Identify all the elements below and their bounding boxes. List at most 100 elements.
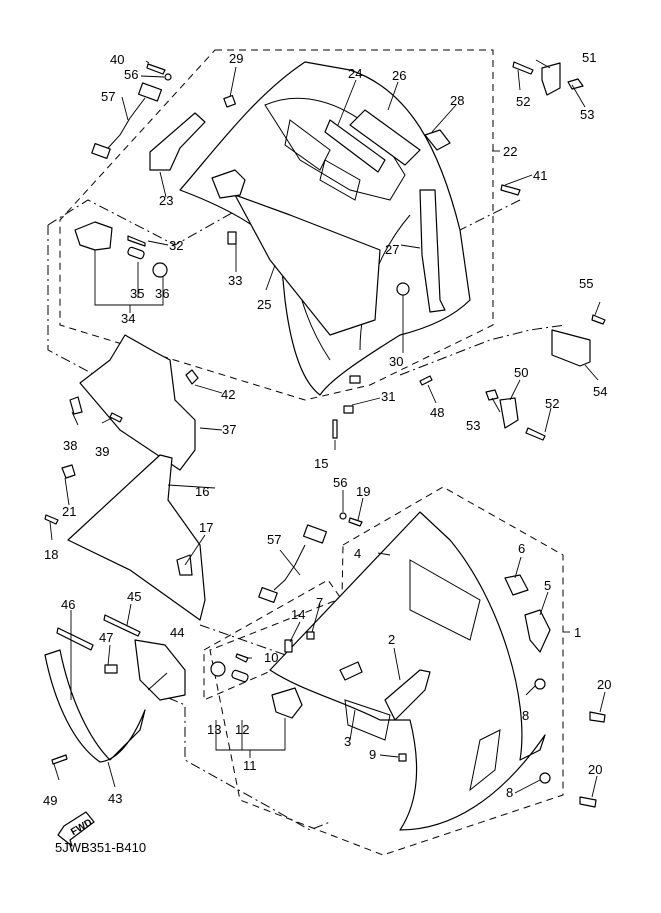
callout-32: 32 bbox=[169, 238, 183, 253]
part-25 bbox=[234, 194, 381, 336]
callout-41: 41 bbox=[533, 168, 547, 183]
callout-38: 38 bbox=[63, 438, 77, 453]
callout-6: 6 bbox=[518, 541, 525, 556]
callout-33: 33 bbox=[228, 273, 242, 288]
part-42-clip bbox=[185, 369, 199, 385]
callout-16: 16 bbox=[195, 484, 209, 499]
callout-39: 39 bbox=[95, 444, 109, 459]
part-57-connector bbox=[258, 586, 278, 604]
part-47 bbox=[104, 664, 118, 674]
callout-43: 43 bbox=[108, 791, 122, 806]
part-31 bbox=[349, 375, 361, 384]
callout-56b: 56 bbox=[333, 475, 347, 490]
part-2-cap bbox=[339, 661, 363, 681]
callout-55: 55 bbox=[579, 276, 593, 291]
part-18-screw bbox=[44, 514, 59, 525]
callout-4: 4 bbox=[354, 546, 361, 561]
callout-47: 47 bbox=[99, 630, 113, 645]
callout-45: 45 bbox=[127, 589, 141, 604]
reference-line bbox=[399, 324, 566, 376]
panel-detail bbox=[264, 97, 406, 201]
part-46 bbox=[56, 627, 94, 651]
part-32-screw bbox=[127, 235, 146, 247]
callout-27: 27 bbox=[385, 242, 399, 257]
part-28 bbox=[424, 129, 451, 151]
part-23 bbox=[149, 112, 206, 171]
part-8-grommet bbox=[534, 678, 546, 690]
callout-30: 30 bbox=[389, 354, 403, 369]
callout-48: 48 bbox=[430, 405, 444, 420]
part-49-screw bbox=[51, 754, 68, 765]
part-57-wire bbox=[273, 544, 306, 591]
part-39-screw bbox=[109, 412, 123, 423]
reference-line bbox=[199, 624, 301, 661]
part-31 bbox=[343, 405, 354, 414]
part-52-bolt bbox=[512, 61, 534, 75]
part-2 bbox=[384, 669, 431, 721]
group-boundary-1 bbox=[209, 486, 564, 856]
callout-57a: 57 bbox=[101, 89, 115, 104]
callout-52b: 52 bbox=[545, 396, 559, 411]
part-57-connector bbox=[302, 524, 328, 544]
callout-8b: 8 bbox=[506, 785, 513, 800]
callout-42: 42 bbox=[221, 387, 235, 402]
part-29 bbox=[223, 94, 237, 108]
part-40-bolt bbox=[146, 63, 166, 75]
callout-20b: 20 bbox=[588, 762, 602, 777]
callout-54: 54 bbox=[593, 384, 607, 399]
part-14 bbox=[284, 639, 293, 653]
part-53-nut bbox=[485, 389, 499, 401]
part-24 bbox=[324, 119, 386, 173]
callout-23: 23 bbox=[159, 193, 173, 208]
cowling-detail bbox=[344, 699, 391, 741]
callout-8a: 8 bbox=[522, 708, 529, 723]
diagram-code: 5JWB351-B410 bbox=[55, 840, 146, 855]
part-30 bbox=[396, 282, 410, 296]
part-41-bolt bbox=[500, 184, 521, 196]
callout-10: 10 bbox=[264, 650, 278, 665]
part-8-grommet bbox=[539, 772, 551, 784]
callout-9: 9 bbox=[369, 747, 376, 762]
part-15-screw bbox=[332, 419, 338, 439]
part-10-screw bbox=[235, 653, 249, 663]
callout-25: 25 bbox=[257, 297, 271, 312]
callout-26: 26 bbox=[392, 68, 406, 83]
callout-17: 17 bbox=[199, 520, 213, 535]
callout-50: 50 bbox=[514, 365, 528, 380]
callout-56a: 56 bbox=[124, 67, 138, 82]
callouts: 1 2 3 4 5 6 7 8 8 9 10 11 12 13 14 15 16… bbox=[43, 50, 611, 808]
part-13 bbox=[210, 661, 226, 677]
callout-11: 11 bbox=[243, 758, 257, 773]
reference-line bbox=[149, 689, 331, 831]
callout-24: 24 bbox=[348, 66, 362, 81]
part-57-connector bbox=[137, 82, 163, 102]
part-5 bbox=[524, 609, 551, 653]
callout-5: 5 bbox=[544, 578, 551, 593]
callout-19: 19 bbox=[356, 484, 370, 499]
callout-53b: 53 bbox=[466, 418, 480, 433]
part-21-clip bbox=[61, 464, 76, 479]
callout-29: 29 bbox=[229, 51, 243, 66]
part-35 bbox=[127, 246, 145, 260]
callout-20a: 20 bbox=[597, 677, 611, 692]
part-43-cover bbox=[44, 649, 146, 763]
callout-52a: 52 bbox=[516, 94, 530, 109]
cowling-detail bbox=[409, 559, 481, 641]
part-38 bbox=[69, 396, 83, 415]
callout-36: 36 bbox=[155, 286, 169, 301]
part-11-flasher bbox=[271, 687, 303, 719]
part-53-nut bbox=[567, 78, 584, 90]
callout-12: 12 bbox=[235, 722, 249, 737]
callout-3: 3 bbox=[344, 734, 351, 749]
callout-35: 35 bbox=[130, 286, 144, 301]
callout-57b: 57 bbox=[267, 532, 281, 547]
part-26 bbox=[349, 109, 421, 166]
part-57-wire bbox=[107, 97, 146, 149]
callout-28: 28 bbox=[450, 93, 464, 108]
reference-line bbox=[47, 225, 96, 376]
part-6 bbox=[504, 574, 529, 596]
part-1-cowling bbox=[269, 511, 546, 831]
part-12 bbox=[231, 669, 249, 683]
reference-line bbox=[47, 199, 256, 246]
